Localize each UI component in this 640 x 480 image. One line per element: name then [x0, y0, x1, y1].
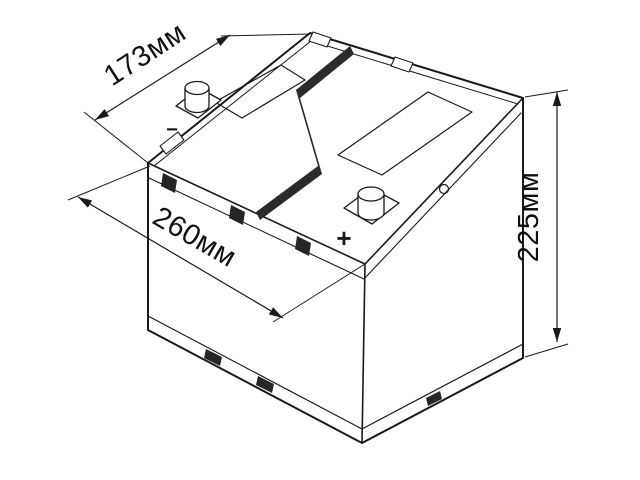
dimension-line — [77, 196, 284, 319]
negative-terminal-mark: − — [166, 119, 178, 141]
base-slot — [204, 349, 222, 366]
extension-line — [220, 33, 311, 37]
rim-clamp-tab — [295, 236, 311, 256]
dimension-height: 225мм — [513, 89, 569, 358]
case-front-edge — [361, 263, 366, 444]
positive-terminal-mark: + — [336, 223, 351, 253]
lid-step-face — [256, 46, 354, 220]
lid-edge-tab — [159, 131, 185, 155]
rim-clamp-tab — [161, 173, 177, 193]
dimension-line — [94, 34, 231, 121]
positive-terminal — [343, 186, 400, 225]
lid-edge-tab — [390, 56, 414, 73]
base-slot — [256, 376, 274, 393]
dimension-label-height: 225мм — [513, 172, 545, 263]
extension-line — [67, 165, 151, 201]
vent-hole — [438, 183, 450, 195]
base-ledge-left — [147, 315, 363, 430]
terminal-post-top — [184, 80, 210, 96]
base-ledge-right — [361, 343, 524, 430]
battery-outline — [147, 32, 524, 444]
extension-line — [83, 111, 149, 164]
extension-line — [272, 263, 366, 323]
extension-line — [524, 89, 569, 98]
terminal-post-top — [357, 186, 385, 202]
extension-line — [524, 343, 569, 358]
vent-cover-plate — [337, 91, 473, 176]
lid-edge-tab — [308, 31, 332, 48]
base-slot — [426, 391, 442, 406]
dimension-label-width: 173мм — [98, 16, 192, 92]
vent-cover-plate — [214, 64, 306, 119]
